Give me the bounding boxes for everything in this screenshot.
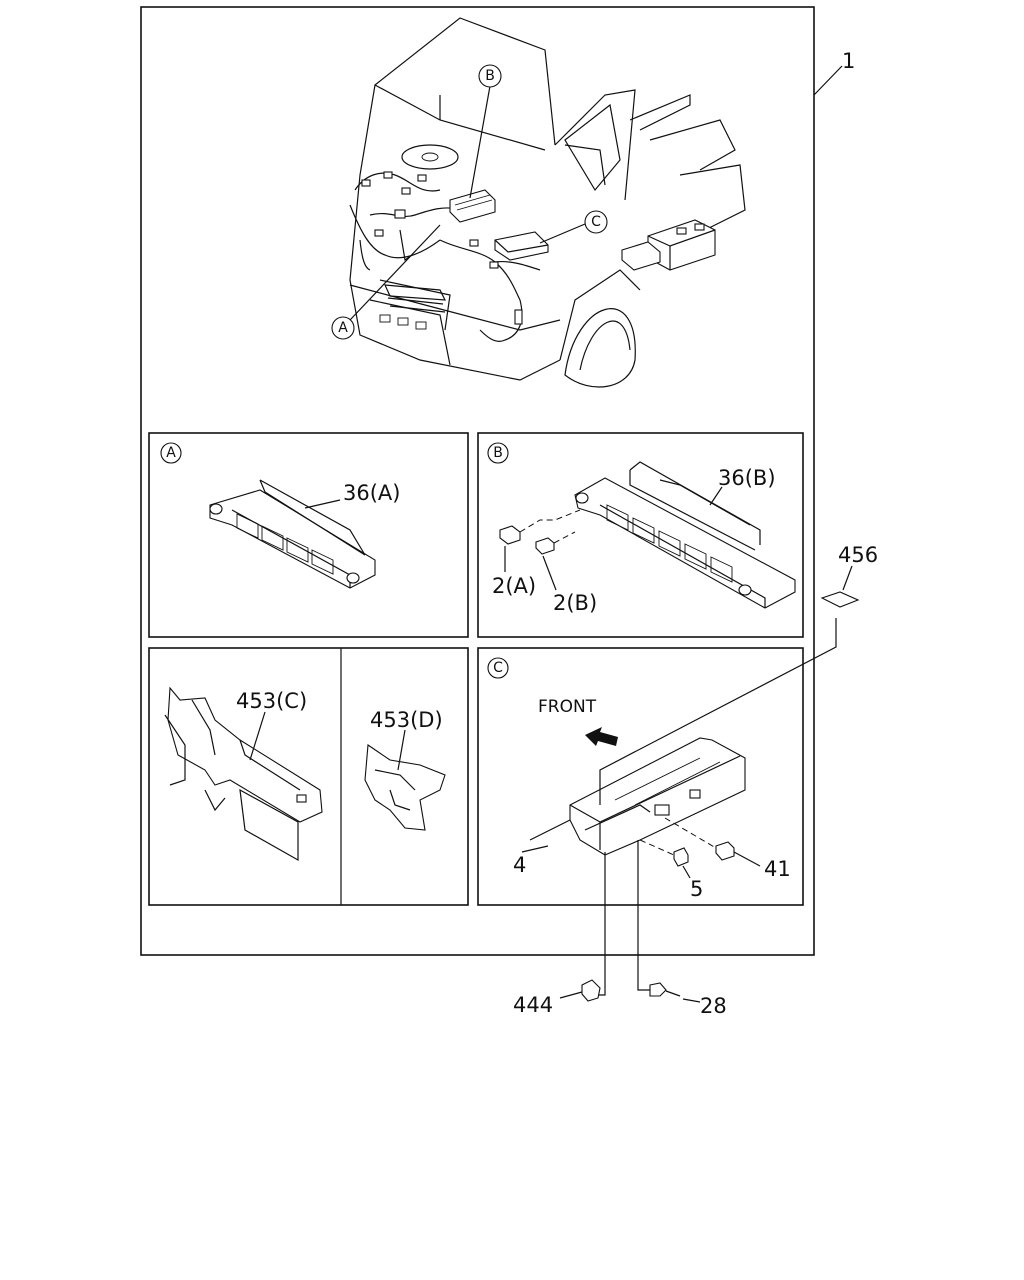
panel-b bbox=[477, 432, 804, 638]
panel-b-letter: B bbox=[493, 445, 503, 461]
callout-c-truck: C bbox=[591, 214, 601, 230]
part-444-label: 444 bbox=[513, 993, 553, 1017]
ref-1-label: 1 bbox=[842, 49, 855, 73]
part-453d-label: 453(D) bbox=[370, 708, 443, 732]
front-label: FRONT bbox=[538, 697, 597, 717]
part-453d-drawing bbox=[364, 744, 446, 831]
panel-a-letter: A bbox=[166, 445, 176, 461]
panel-c bbox=[477, 647, 804, 906]
callout-b-truck: B bbox=[485, 68, 495, 84]
panel-a bbox=[148, 432, 469, 638]
truck-illustration bbox=[349, 17, 746, 388]
part-456-pad bbox=[820, 591, 860, 608]
part-4-drawing bbox=[529, 737, 746, 856]
part-36a-label: 36(A) bbox=[343, 481, 400, 505]
panel-453 bbox=[148, 647, 469, 906]
callout-a-truck: A bbox=[338, 320, 348, 336]
panel-c-letter: C bbox=[493, 660, 503, 676]
part-36b-label: 36(B) bbox=[718, 466, 776, 490]
part-453c-drawing bbox=[164, 686, 323, 862]
part-28-label: 28 bbox=[700, 994, 727, 1018]
part-36a-drawing bbox=[209, 479, 376, 589]
part-41-label: 41 bbox=[764, 857, 791, 881]
part-453c-label: 453(C) bbox=[236, 689, 307, 713]
part-4-label: 4 bbox=[513, 853, 526, 877]
outer-frame bbox=[140, 6, 815, 956]
part-36b-drawing bbox=[574, 461, 796, 609]
part-2a-label: 2(A) bbox=[492, 574, 536, 598]
front-arrow bbox=[585, 727, 618, 746]
part-456-label: 456 bbox=[838, 543, 878, 567]
part-5-label: 5 bbox=[690, 877, 703, 901]
part-2b-label: 2(B) bbox=[553, 591, 597, 615]
